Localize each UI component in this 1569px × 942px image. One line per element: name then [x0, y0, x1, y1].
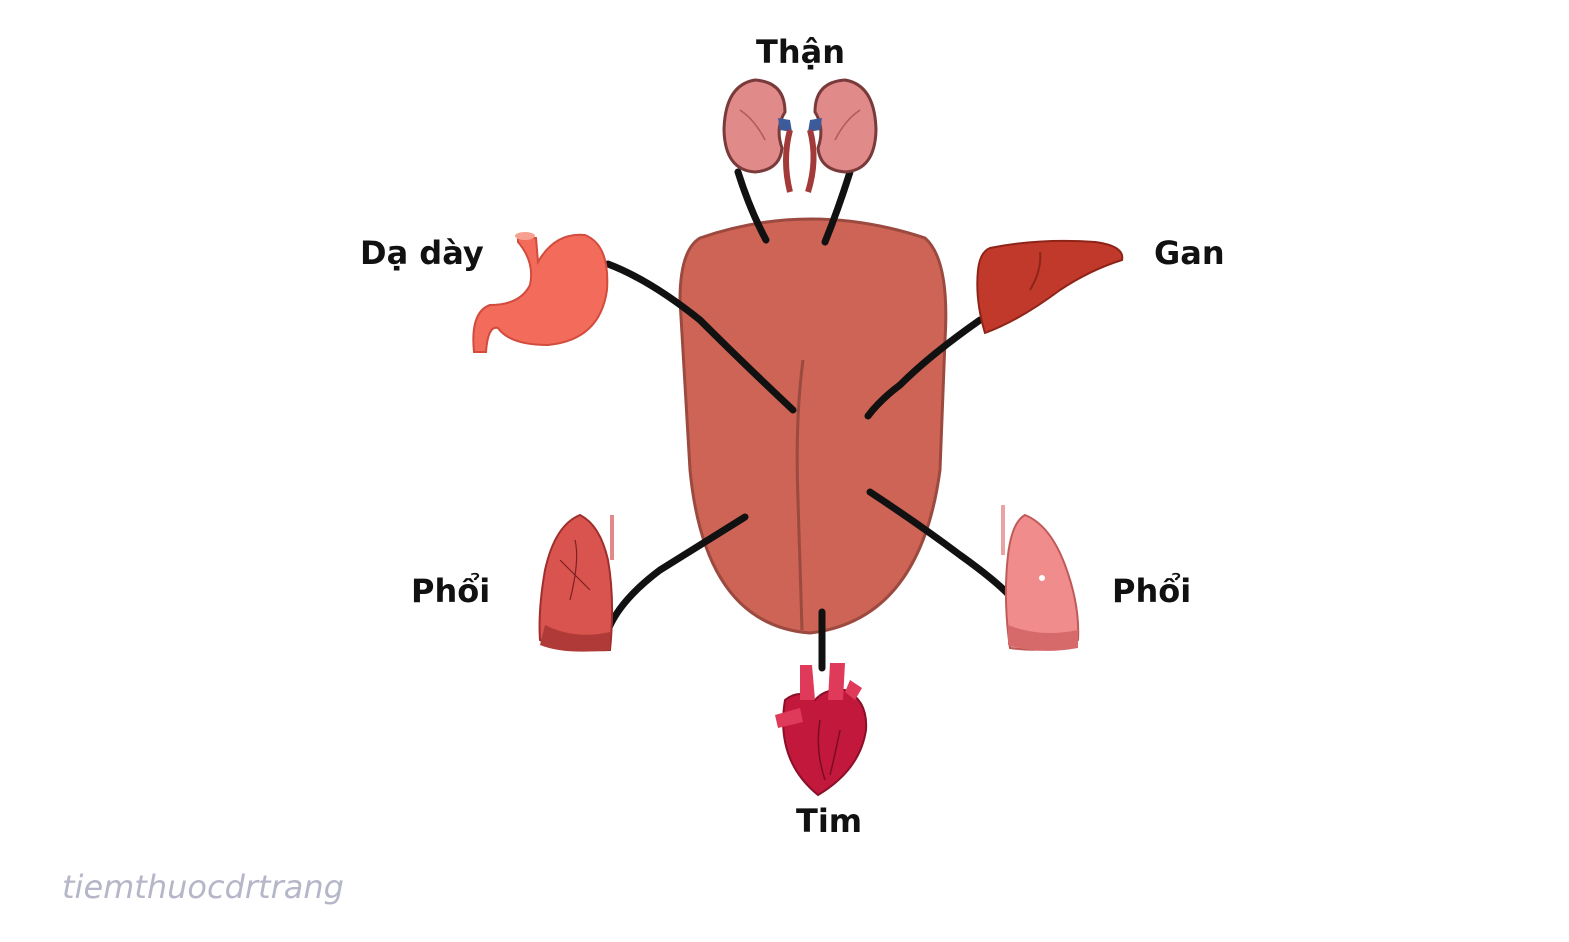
connector-lines — [604, 168, 1014, 672]
label-heart: Tim — [796, 802, 863, 840]
lung-icon — [1001, 505, 1080, 651]
label-lung-right: Phổi — [1112, 572, 1192, 610]
watermark-text: tiemthuocdrtrang — [62, 868, 344, 906]
connector-liver — [864, 316, 984, 420]
connector-lung-left — [604, 513, 749, 634]
label-lung-left: Phổi — [411, 572, 491, 610]
lung-icon — [538, 513, 614, 652]
connector-stomach — [604, 260, 797, 414]
heart-icon — [775, 663, 868, 797]
kidneys-icon — [722, 78, 878, 193]
label-kidneys: Thận — [756, 33, 845, 71]
stomach-icon — [472, 232, 609, 353]
label-stomach: Dạ dày — [360, 234, 484, 272]
connector-lung-right — [866, 488, 1014, 600]
connector-kidney-right — [821, 168, 854, 246]
tongue-icon — [678, 217, 948, 635]
label-liver: Gan — [1154, 234, 1225, 272]
connector-kidney-left — [734, 168, 770, 244]
liver-icon — [976, 239, 1124, 335]
